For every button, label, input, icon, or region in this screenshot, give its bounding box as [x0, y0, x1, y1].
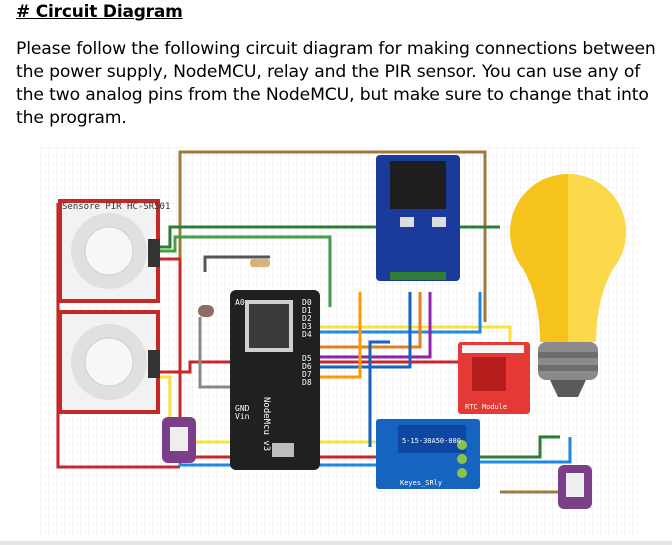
relay-module — [376, 419, 480, 489]
section-heading: # Circuit Diagram — [16, 2, 183, 22]
pin-d4: D4 — [302, 330, 312, 339]
rtc-module — [458, 342, 530, 414]
pir-sensor-bottom — [58, 310, 160, 414]
connector-right — [558, 465, 592, 509]
pin-d2: D2 — [302, 314, 312, 323]
pin-a0: A0 — [235, 298, 245, 307]
pin-gnd: GND — [235, 404, 250, 413]
resistor — [250, 259, 270, 267]
pin-d0: D0 — [302, 298, 312, 307]
bottom-divider — [0, 541, 672, 545]
rtc-label: RTC Module — [465, 403, 507, 411]
pin-d7: D7 — [302, 370, 312, 379]
relay-text-1: 5-15-30A50-080 — [402, 437, 461, 445]
pin-d6: D6 — [302, 362, 312, 371]
pin-vin: Vin — [235, 412, 250, 421]
pin-d8: D8 — [302, 378, 312, 387]
circuit-diagram: Sensore PIR HC-SR501 A0 GND Vin D0 D1 — [40, 147, 640, 535]
pir-sensor-top — [58, 199, 160, 303]
pin-d3: D3 — [302, 322, 312, 331]
nodemcu-label: NodeMcu v3 — [261, 397, 271, 451]
ldr-sensor — [198, 305, 214, 317]
pir-label: Sensore PIR HC-SR501 — [62, 202, 170, 212]
nodemcu-board — [230, 290, 320, 470]
pin-d5: D5 — [302, 354, 312, 363]
connector-left — [162, 417, 196, 463]
relay-text-2: Keyes_SRly — [400, 479, 442, 487]
sd-card-module — [376, 155, 460, 281]
instructions-paragraph: Please follow the following circuit diag… — [16, 39, 656, 128]
light-bulb — [510, 174, 626, 397]
pin-d1: D1 — [302, 306, 312, 315]
